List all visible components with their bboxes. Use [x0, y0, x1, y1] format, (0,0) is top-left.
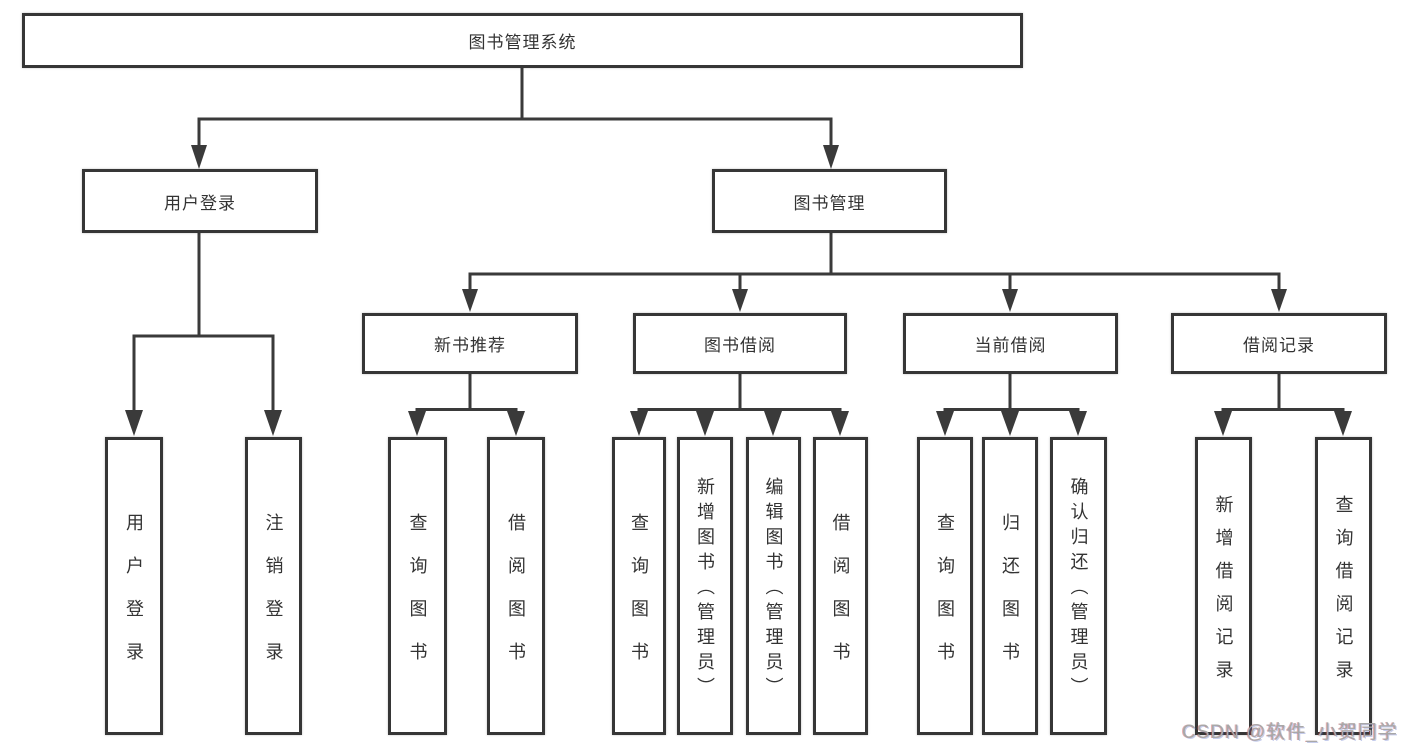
- node-label: 当前借阅: [974, 336, 1047, 355]
- node-book-management-branch: 图书管理: [712, 169, 947, 233]
- leaf-borrow-books-borrowing: 借阅图书: [813, 437, 868, 735]
- node-label: 图书借阅: [704, 336, 776, 355]
- node-new-book-recommendation: 新书推荐: [362, 313, 578, 374]
- node-user-login-branch: 用户登录: [82, 169, 318, 233]
- node-label: 图书管理系统: [468, 33, 577, 52]
- leaf-query-books-current: 查询图书: [917, 437, 973, 735]
- leaf-label: 查询图书: [407, 512, 428, 685]
- node-book-borrowing: 图书借阅: [633, 313, 847, 374]
- leaf-label: 借阅图书: [506, 512, 526, 685]
- leaf-user-login: 用户登录: [105, 437, 163, 735]
- leaf-confirm-return-admin: 确认归还（管理员）: [1050, 437, 1107, 735]
- leaf-label: 用户登录: [124, 512, 144, 685]
- leaf-query-books-borrowing: 查询图书: [612, 437, 666, 735]
- leaf-label: 查询图书: [629, 512, 649, 685]
- leaf-add-books-admin: 新增图书（管理员）: [677, 437, 733, 735]
- leaf-query-borrow-record: 查询借阅记录: [1315, 437, 1372, 735]
- leaf-label: 借阅图书: [830, 512, 851, 685]
- leaf-edit-books-admin: 编辑图书（管理员）: [746, 437, 801, 735]
- node-library-management-system: 图书管理系统: [22, 13, 1023, 68]
- leaf-label: 编辑图书（管理员）: [763, 477, 784, 702]
- node-label: 图书管理: [793, 193, 866, 213]
- leaf-label: 确认归还（管理员）: [1068, 477, 1089, 702]
- node-borrowing-records: 借阅记录: [1171, 313, 1387, 374]
- node-label: 新书推荐: [434, 336, 506, 355]
- node-label: 用户登录: [164, 193, 236, 213]
- node-label: 借阅记录: [1243, 336, 1315, 355]
- leaf-label: 新增图书（管理员）: [695, 477, 715, 702]
- leaf-borrow-books-recommend: 借阅图书: [487, 437, 545, 735]
- leaf-label: 注销登录: [263, 512, 284, 685]
- csdn-watermark: CSDN @软件_小贺同学: [1182, 722, 1398, 743]
- leaf-add-borrow-record: 新增借阅记录: [1195, 437, 1252, 735]
- leaf-return-books: 归还图书: [982, 437, 1038, 735]
- leaf-logout: 注销登录: [245, 437, 302, 735]
- leaf-label: 查询图书: [935, 512, 955, 685]
- arrowheads: [125, 145, 1352, 436]
- leaf-label: 新增借阅记录: [1213, 494, 1234, 693]
- leaf-label: 查询借阅记录: [1333, 494, 1354, 693]
- node-current-borrowing: 当前借阅: [903, 313, 1118, 374]
- leaf-query-books-recommend: 查询图书: [388, 437, 447, 735]
- leaf-label: 归还图书: [1000, 512, 1020, 685]
